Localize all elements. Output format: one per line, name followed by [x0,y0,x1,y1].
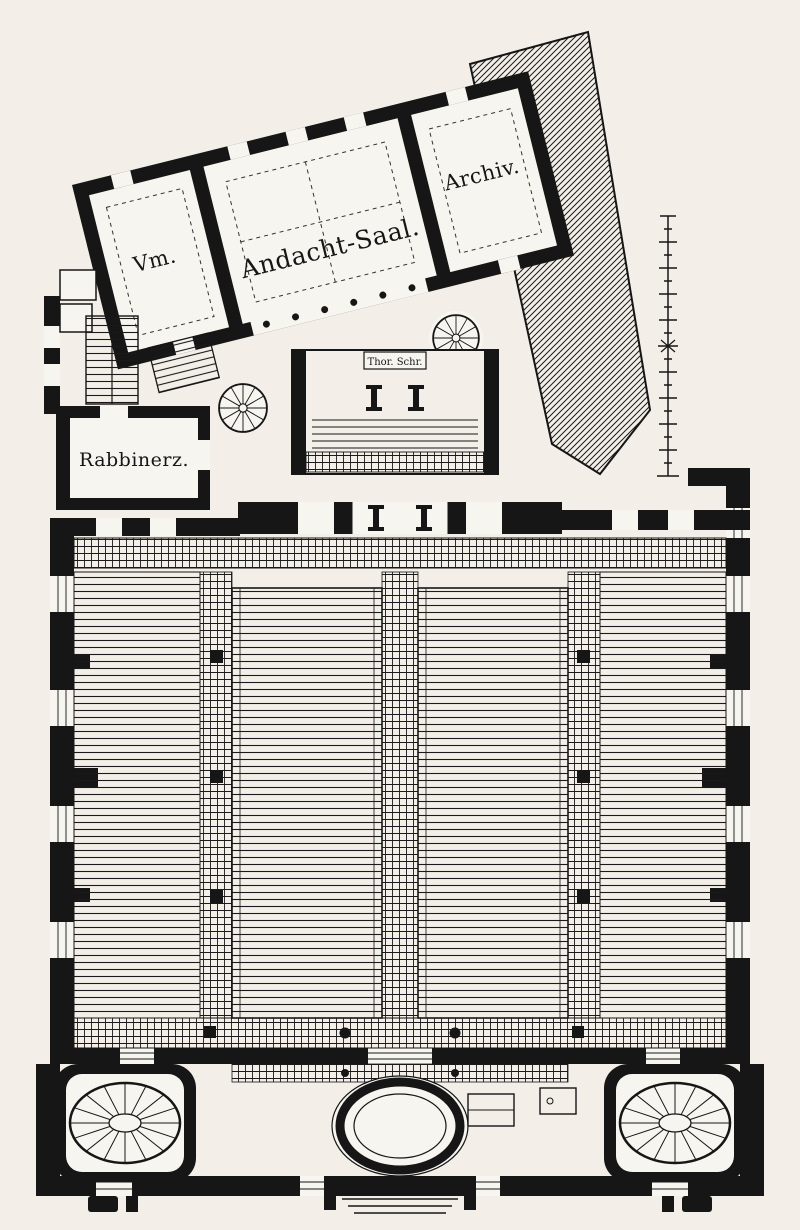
pews-center-right [417,587,569,1019]
scale-bar [657,215,679,477]
oval-entrance [324,1075,476,1214]
left-service-block [44,269,268,433]
room-label-rabbinerz: Rabbinerz. [79,449,189,471]
spiral-stair-west [218,383,268,433]
ark-apse-block: Thor. Schr. [291,349,499,475]
aisle-west [199,571,233,1019]
angled-stair [147,332,221,394]
room-archiv [411,88,558,273]
stair-tower-east [604,1064,746,1182]
south-band-columns [204,1026,584,1039]
aisle-center [381,571,419,1019]
pews-center-left [231,587,383,1019]
aisle-east [567,571,601,1019]
room-andacht-saal [203,118,437,324]
facade-column-bases [88,1196,712,1212]
entrance-steps [336,1191,464,1214]
wing-colonnade [249,276,429,336]
main-hall-floor [73,537,727,1049]
service-room [539,1087,577,1115]
south-vestibule [36,1063,764,1214]
pews-east [599,571,727,1019]
north-wing: Vm. Andacht-Saal. Archiv. [72,71,575,370]
room-vorraum [88,170,230,353]
columns [210,650,590,903]
rabbinerzimmer: Rabbinerz. [56,406,210,510]
wing-vault-lines [105,108,543,337]
south-gallery-band [73,1017,727,1049]
pews-west [73,571,201,1019]
apse-platform [305,451,485,473]
ark-label-box [363,351,427,370]
straight-stair [85,315,139,405]
north-gallery-band [73,537,727,569]
room-label-thora: Thor. Schr. [368,357,423,368]
apse-steps [312,419,478,449]
small-room [59,269,97,301]
west-windows [57,576,67,958]
stair-tower-west [54,1064,196,1182]
